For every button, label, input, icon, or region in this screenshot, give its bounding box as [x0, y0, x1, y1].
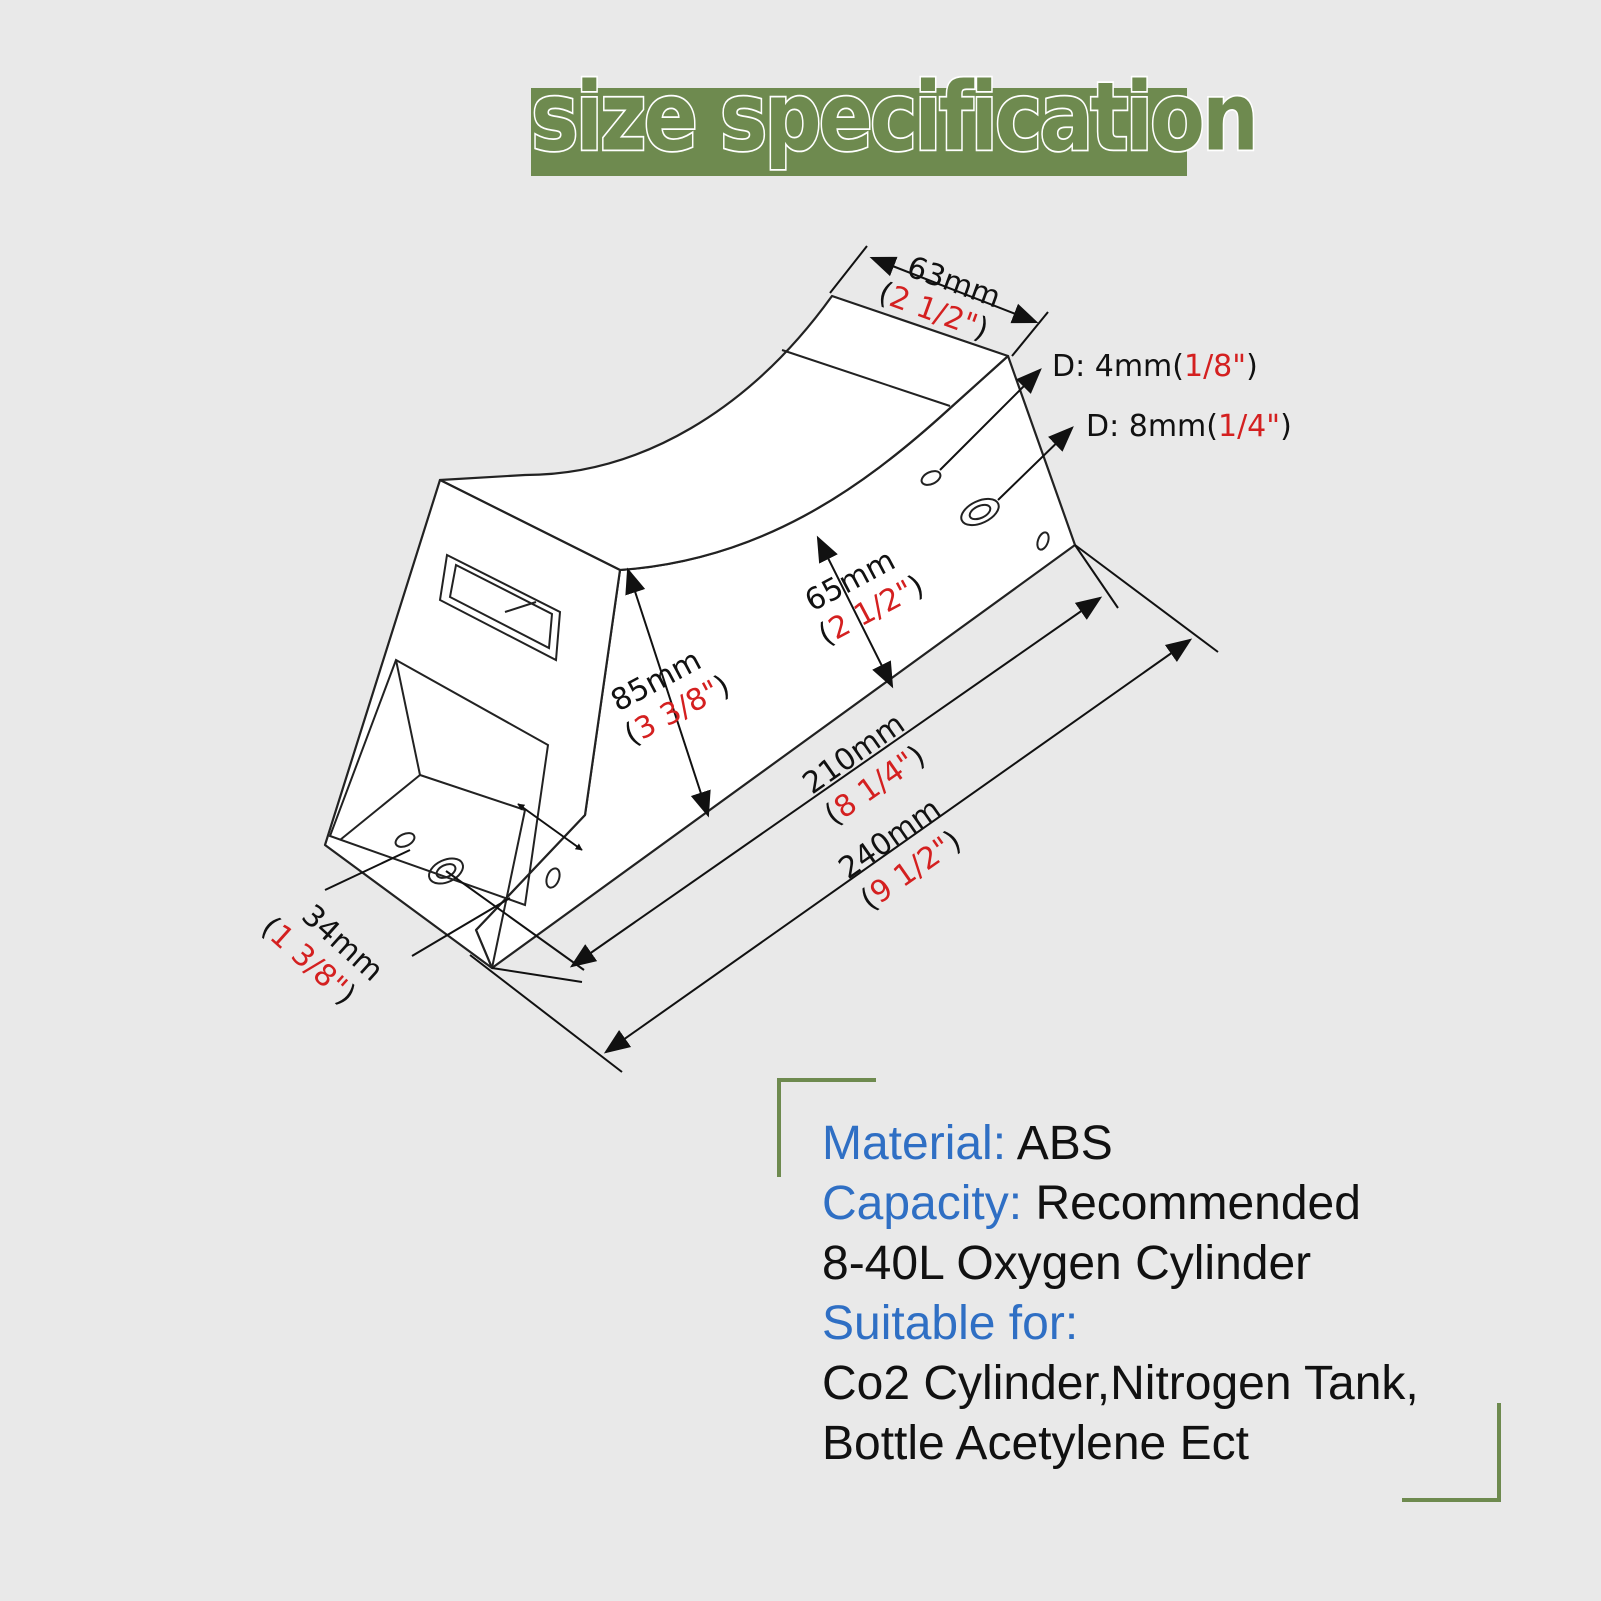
hole-4mm-label: D: 4mm(1/8")	[1052, 349, 1258, 384]
frame-corner-bottom-right	[1402, 1403, 1501, 1502]
frame-corner-top-left	[777, 1078, 876, 1177]
side-hole-large	[960, 497, 1000, 527]
spec-capacity: Capacity: Recommended	[822, 1177, 1361, 1230]
spec-suitable-value: Co2 Cylinder,Nitrogen Tank,	[822, 1357, 1419, 1410]
dim-arrow-63	[869, 256, 1039, 324]
leader-4mm	[939, 368, 1042, 471]
spec-capacity-detail: 8-40L Oxygen Cylinder	[822, 1237, 1312, 1290]
spec-list: Material: ABS Capacity: Recommended 8-40…	[822, 1114, 1482, 1474]
spec-suitable-key: Suitable for:	[822, 1297, 1079, 1350]
spec-material: Material: ABS	[822, 1117, 1113, 1170]
title-banner	[531, 88, 1187, 176]
dimension-lines	[324, 245, 1219, 1073]
chock-body	[323, 294, 1077, 970]
leader-8mm	[997, 426, 1074, 501]
hole-8mm-label: D: 8mm(1/4")	[1086, 409, 1292, 444]
cradle-surface	[438, 294, 1010, 572]
chock-details	[328, 349, 1050, 969]
page-title: size specification	[530, 60, 1261, 173]
spec-suitable-value-2: Bottle Acetylene Ect	[822, 1417, 1249, 1470]
base-hole-small	[394, 832, 416, 848]
side-hole-small	[920, 470, 942, 486]
base-hole-large	[428, 857, 464, 885]
dim-arrow-240	[603, 638, 1193, 1054]
